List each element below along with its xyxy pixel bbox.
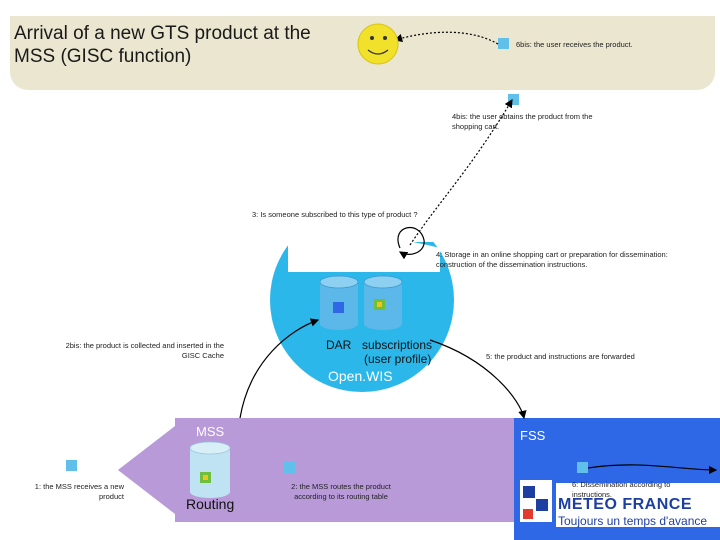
arrow-5: [429, 339, 527, 420]
connector-square-middle: [284, 462, 295, 473]
subscriptions-database: [363, 275, 403, 330]
note-2bis: 2bis: the product is collected and inser…: [65, 341, 224, 360]
note-5: 5: the product and instructions are forw…: [486, 352, 635, 361]
note-1: 1: the MSS receives a new product: [34, 482, 124, 501]
openwis-label: Open.WIS: [328, 368, 393, 384]
mss-label: MSS: [196, 424, 225, 439]
connector-square-6bis: [498, 38, 509, 49]
note-2: 2: the MSS routes the product according …: [291, 482, 391, 501]
portail-label: Portail: [340, 244, 380, 260]
arrow-6: [587, 464, 718, 475]
arrow-6bis: [393, 31, 499, 45]
dar-database: [319, 275, 359, 330]
user-profile-label: (user profile): [364, 352, 432, 366]
dar-label: DAR: [326, 338, 352, 352]
mss-body: [118, 418, 514, 522]
note-4: 4: Storage in an online shopping cart or…: [436, 250, 668, 269]
user-smiley-icon: [357, 23, 399, 65]
logo-text: METEO FRANCE: [558, 496, 692, 513]
routing-database: [189, 441, 231, 498]
connector-square-4bis: [508, 94, 519, 105]
subscriptions-label: subscriptions: [362, 338, 433, 352]
note-3: 3: Is someone subscribed to this type of…: [252, 210, 418, 219]
note-4bis: 4bis: the user obtains the product from …: [452, 112, 593, 131]
note-6bis: 6bis: the user receives the product.: [516, 40, 633, 49]
meteo-france-logo-icon: [520, 480, 720, 527]
connector-square-left: [66, 460, 77, 471]
page-title: Arrival of a new GTS product at the MSS …: [14, 23, 311, 67]
connector-square-right: [577, 462, 588, 473]
arrow-2bis: [239, 318, 320, 419]
logo-tagline: Toujours un temps d'avance: [558, 514, 708, 528]
portail-loop-arrow: [397, 226, 425, 260]
routing-label: Routing: [186, 496, 235, 512]
fss-label: FSS: [520, 428, 546, 443]
note-6: 6: Dissemination according to instructio…: [572, 480, 671, 499]
